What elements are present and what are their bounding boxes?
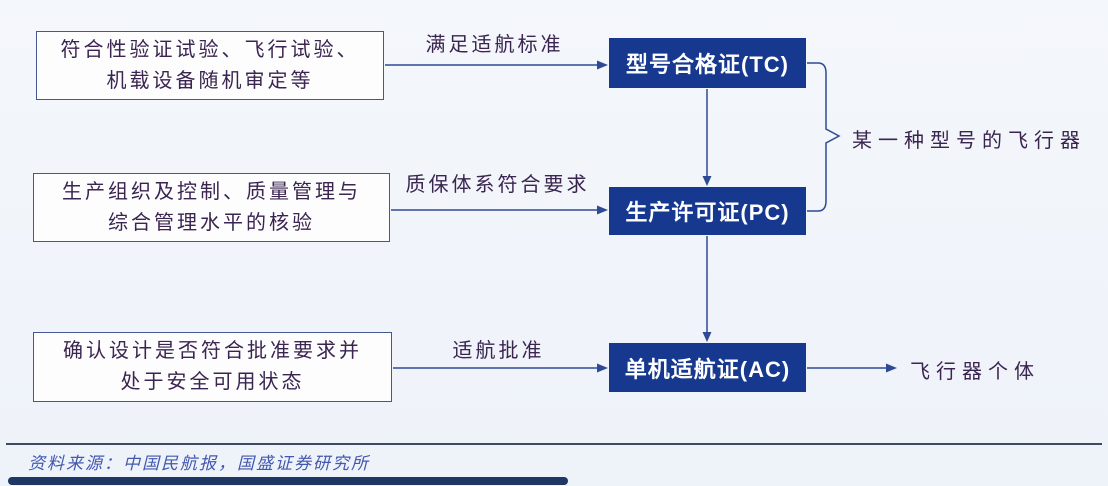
- arrowhead-ac-to-result: [886, 363, 897, 373]
- input-box-ac: 确认设计是否符合批准要求并 处于安全可用状态: [33, 332, 392, 402]
- arrow-label-ac: 适航批准: [452, 340, 545, 362]
- input-box-pc-line2: 综合管理水平的核验: [108, 211, 315, 234]
- input-box-pc: 生产组织及控制、质量管理与 综合管理水平的核验: [33, 173, 390, 242]
- bracket: [807, 62, 841, 212]
- input-box-ac-line2: 处于安全可用状态: [120, 371, 305, 393]
- input-box-ac-line1: 确认设计是否符合批准要求并: [63, 340, 362, 362]
- cert-box-ac: 单机适航证(AC): [609, 343, 806, 392]
- separator-line: [6, 443, 1102, 445]
- arrowhead-to-tc: [597, 60, 608, 70]
- arrowhead-pc-to-ac: [702, 332, 712, 342]
- input-box-tc-line2: 机载设备随机审定等: [106, 69, 314, 92]
- cert-box-pc: 生产许可证(PC): [609, 187, 806, 235]
- bracket-label: 某一种型号的飞行器: [852, 130, 1086, 152]
- bottom-bar: [8, 477, 568, 485]
- input-box-tc-line1: 符合性验证试验、飞行试验、: [60, 38, 360, 61]
- arrow-label-pc: 质保体系符合要求: [405, 174, 590, 196]
- source-note: 资料来源：中国民航报，国盛证券研究所: [28, 454, 370, 473]
- arrowhead-to-ac: [597, 363, 608, 373]
- arrowhead-to-pc: [597, 205, 608, 215]
- arrow-label-tc: 满足适航标准: [425, 34, 564, 56]
- ac-result-label: 飞行器个体: [910, 361, 1040, 383]
- input-box-tc: 符合性验证试验、飞行试验、 机载设备随机审定等: [36, 31, 384, 100]
- cert-box-tc: 型号合格证(TC): [609, 38, 806, 88]
- input-box-pc-line1: 生产组织及控制、质量管理与: [62, 180, 361, 203]
- arrowhead-tc-to-pc: [702, 176, 712, 186]
